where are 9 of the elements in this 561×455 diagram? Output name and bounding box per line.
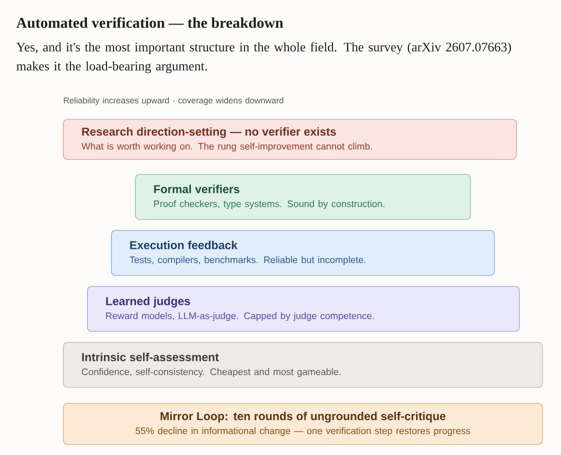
title: Automated verification — the breakdown bbox=[16, 17, 284, 28]
tier-box: Research direction-setting — no verifier exists What is worth working on. The rung self-improvement cannot climb. bbox=[63, 119, 517, 160]
tier-box: Formal verifiers Proof checkers, type systems. Sound by construction. bbox=[135, 174, 471, 220]
intro-paragraph: Yes, and it's the most important structure in the whole field. The survey (arXiv 2607.07663) makes it the load-bearing argument. bbox=[16, 42, 511, 74]
tier-box: Learned judges Reward models, LLM-as-judge. Capped by judge competence. bbox=[87, 286, 520, 332]
tier-box: Mirror Loop: ten rounds of ungrounded self-critique 55% decline in informational change — one verification step restores progress bbox=[63, 403, 543, 445]
axis-note: Reliability increases upward · coverage widens downward bbox=[64, 97, 284, 106]
tier-box: Execution feedback Tests, compilers, benchmarks. Reliable but incomplete. bbox=[111, 230, 495, 276]
tier-box: Intrinsic self-assessment Confidence, self-consistency. Cheapest and most gameable. bbox=[63, 342, 543, 388]
